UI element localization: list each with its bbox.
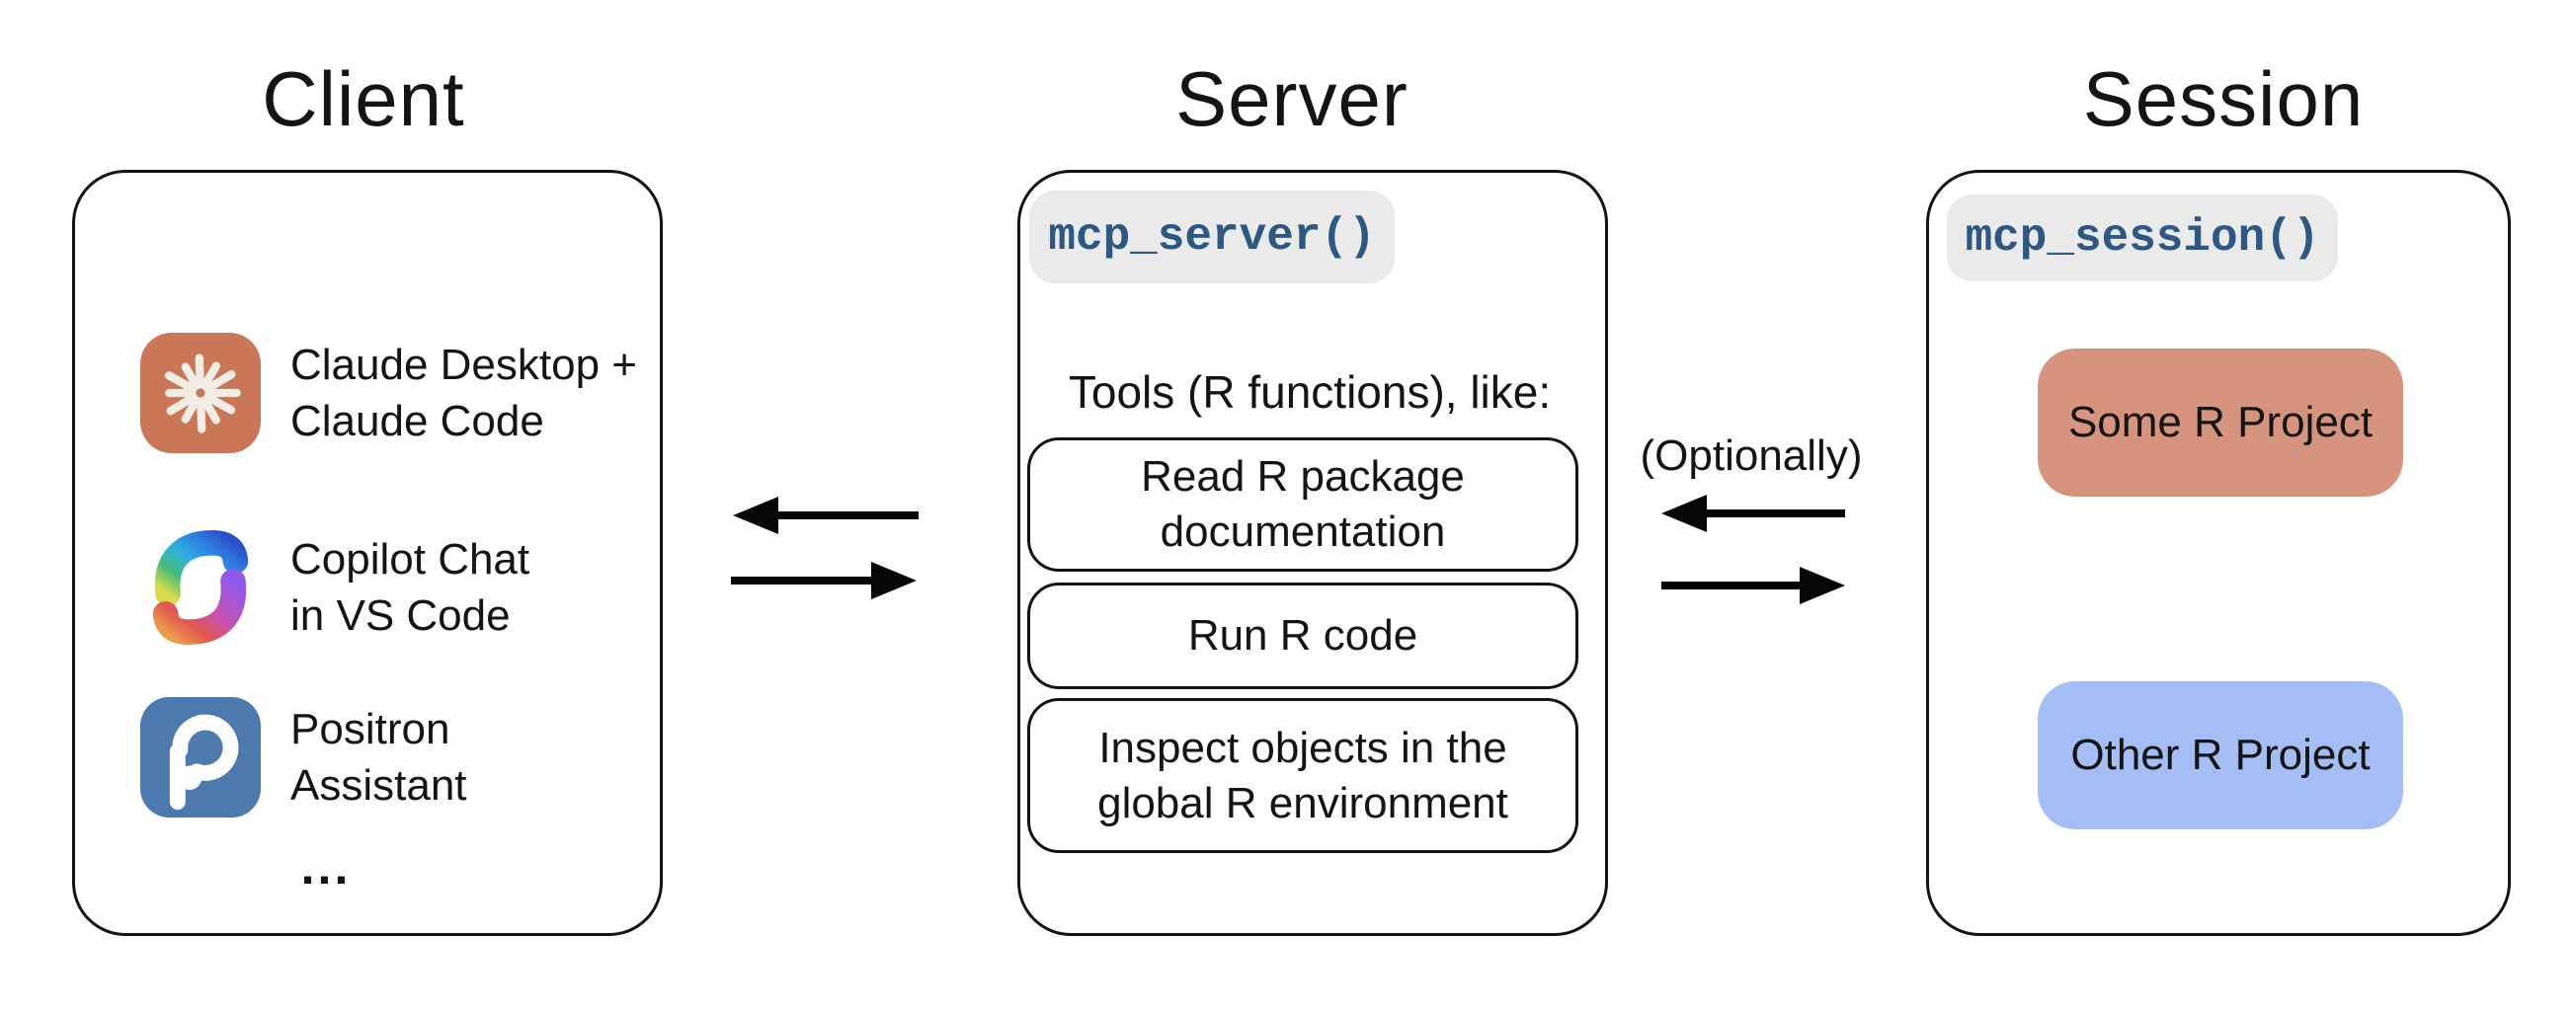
client-item-label-line1: Copilot Chat [290, 535, 530, 584]
session-column-title: Session [2082, 54, 2365, 142]
server-to-client-arrow [733, 497, 919, 534]
copilot-logo-icon [152, 530, 249, 645]
client-to-server-arrow [731, 562, 917, 599]
some-r-project-box: Some R Project [2038, 349, 2403, 497]
client-item-positron: Positron Assistant [140, 697, 467, 818]
tool-inspect-global-environment: Inspect objects in the global R environm… [1027, 698, 1578, 853]
claude-logo-icon [140, 333, 261, 453]
client-item-label-line2: in VS Code [290, 591, 511, 640]
positron-logo-icon [140, 697, 261, 818]
tool-run-r-code: Run R code [1027, 583, 1578, 689]
client-item-label-line2: Claude Code [290, 397, 544, 445]
client-item-label-line1: Claude Desktop + [290, 341, 637, 389]
tool-label-line2: global R environment [1097, 778, 1508, 827]
client-column-title: Client [262, 54, 465, 142]
client-more-indicator: ... [300, 839, 352, 895]
client-item-label-line2: Assistant [290, 761, 467, 810]
tool-label-line1: Read R package [1141, 452, 1465, 501]
optionally-label: (Optionally) [1640, 431, 1863, 480]
mcp-server-code-chip: mcp_server() [1029, 191, 1395, 283]
client-item-label-line1: Positron [290, 705, 450, 753]
session-box [1926, 170, 2511, 936]
other-r-project-box: Other R Project [2038, 681, 2403, 829]
tool-label-line2: documentation [1160, 508, 1446, 556]
mcp-session-code-chip: mcp_session() [1947, 195, 2338, 281]
client-item-copilot: Copilot Chat in VS Code [140, 527, 529, 648]
server-to-session-arrow [1661, 567, 1845, 604]
tool-label-line1: Run R code [1187, 611, 1418, 660]
server-column-title: Server [1175, 54, 1409, 142]
tool-label-line1: Inspect objects in the [1098, 723, 1507, 772]
client-item-claude: Claude Desktop + Claude Code [140, 333, 637, 453]
client-item-label: Positron Assistant [290, 701, 467, 814]
client-item-label: Copilot Chat in VS Code [290, 531, 529, 644]
session-to-server-arrow [1661, 495, 1845, 532]
client-item-label: Claude Desktop + Claude Code [290, 337, 637, 449]
tool-read-r-package-documentation: Read R package documentation [1027, 437, 1578, 572]
tools-heading: Tools (R functions), like: [1068, 366, 1552, 418]
